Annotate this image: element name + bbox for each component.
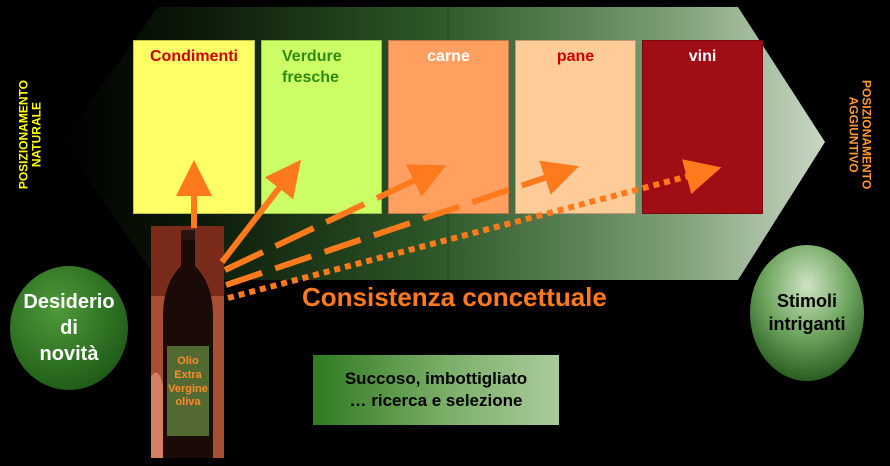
left-circle-shape — [10, 266, 128, 390]
note-line2: … ricerca e selezione — [349, 391, 523, 410]
category-label: Verdure fresche — [282, 48, 342, 86]
arrow-to-carne — [223, 164, 447, 273]
note-box: Succoso, imbottigliato … ricerca e selez… — [313, 355, 559, 425]
bottle-label: Olio Extra Vergine oliva — [160, 355, 216, 410]
bottle-label-line2: Extra — [174, 368, 202, 381]
left-circle: Desiderio di novità — [10, 266, 128, 390]
bottle-label-line4: oliva — [175, 396, 201, 409]
arrow-to-verdure — [219, 159, 302, 264]
category-label: vini — [688, 48, 717, 65]
left-circle-line2: di — [60, 317, 78, 339]
arrow-to-pane — [225, 160, 580, 288]
note-line1: Succoso, imbottigliato — [344, 368, 528, 388]
right-circle-line1: Stimoli — [776, 290, 837, 311]
category-label: carne — [427, 48, 470, 65]
category-label: Condimenti — [150, 48, 238, 65]
right-circle: Stimoli intriganti — [750, 245, 864, 381]
left-circle-line3: novità — [39, 343, 99, 365]
olive-oil-bottle-image — [151, 226, 224, 458]
arrow-to-vini — [227, 159, 722, 301]
left-circle-line1: Desiderio — [23, 291, 115, 313]
right-circle-line2: intriganti — [768, 314, 846, 334]
bottle-label-line3: Vergine — [168, 382, 208, 395]
concept-label: Consistenza concettuale — [302, 282, 607, 312]
right-circle-shape — [750, 245, 864, 381]
bottle-label-line1: Olio — [177, 355, 199, 367]
category-label: pane — [556, 48, 595, 65]
